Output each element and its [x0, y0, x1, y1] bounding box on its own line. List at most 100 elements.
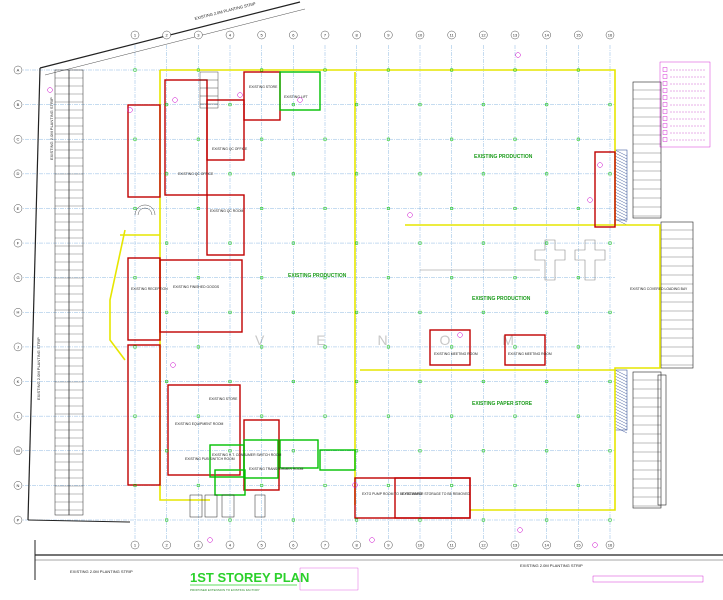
svg-text:2: 2 [166, 542, 169, 547]
column-marker [450, 276, 454, 280]
column-marker [386, 414, 390, 418]
grid-bubble-col-5: 5 [257, 540, 266, 550]
column-marker [165, 380, 169, 383]
column-marker [291, 103, 295, 107]
grid-bubble-row-N: N [13, 481, 23, 490]
column-marker [260, 207, 264, 210]
column-marker [513, 483, 517, 487]
building-walls-red [127, 71, 616, 519]
column-marker [133, 414, 137, 418]
column-marker [228, 241, 232, 245]
grid-bubble-col-14: 14 [542, 540, 551, 550]
column-marker [481, 518, 485, 522]
column-marker [291, 518, 295, 522]
column-marker [481, 449, 485, 453]
column-marker [386, 207, 390, 210]
column-marker [513, 276, 517, 280]
grid-bubble-col-4: 4 [225, 540, 235, 550]
grid-bubble-col-12: 12 [479, 30, 488, 40]
label-finished-goods: EXISTING FINISHED GOODS [173, 285, 220, 289]
column-marker [228, 518, 232, 522]
column-marker [323, 414, 327, 418]
grid-bubble-col-8: 8 [352, 30, 361, 40]
section-marker [170, 362, 176, 368]
grid-bubble-col-10: 10 [415, 540, 425, 550]
column-marker [481, 103, 485, 107]
label-lift: EXISTING LIFT [284, 95, 308, 99]
label-production-right: EXISTING PRODUCTION [472, 296, 531, 302]
grid-bubble-row-J: J [13, 342, 23, 352]
column-marker [260, 483, 264, 487]
svg-text:N: N [17, 483, 20, 488]
label-production-top: EXISTING PRODUCTION [474, 154, 533, 160]
svg-text:3: 3 [197, 542, 200, 547]
column-marker [196, 207, 200, 210]
column-marker [323, 137, 327, 141]
grid-bubble-row-M: M [13, 446, 23, 455]
grid-bubble-col-1: 1 [130, 540, 140, 550]
label-store-2: EXISTING STORE [209, 397, 238, 401]
column-marker [545, 380, 549, 383]
building-walls-yellow [109, 69, 661, 511]
column-marker [291, 172, 295, 176]
svg-text:8: 8 [356, 542, 359, 547]
grid-bubble-row-L: L [13, 411, 23, 421]
svg-text:6: 6 [292, 32, 295, 37]
column-marker [228, 449, 232, 453]
grid-bubble-row-D: D [13, 169, 23, 179]
grid-bubble-col-9: 9 [384, 540, 393, 550]
column-marker [545, 103, 549, 107]
column-marker [545, 241, 549, 245]
section-marker [517, 527, 523, 533]
grid-bubble-row-E: E [13, 204, 23, 213]
grid-bubble-col-10: 10 [415, 30, 425, 40]
column-marker [133, 68, 137, 72]
column-marker [608, 310, 612, 314]
section-marker [172, 97, 178, 103]
column-marker [386, 345, 390, 349]
label-switch-room-3: EXISTING PUB SWITCH ROOM [185, 457, 235, 461]
column-marker [576, 68, 580, 72]
grid-bubble-col-13: 13 [510, 540, 520, 550]
svg-text:M: M [16, 448, 19, 453]
column-marker [418, 380, 422, 383]
road-label-bottom-left: EXISTING 2.0M PLANTING STRIP [70, 569, 133, 574]
svg-text:B: B [17, 102, 20, 107]
column-marker [481, 241, 485, 245]
grid-bubble-col-15: 15 [574, 30, 583, 40]
label-switch-room-2: EXISTING TRANSFORMER ROOM [249, 467, 304, 471]
svg-text:14: 14 [544, 32, 549, 37]
grid-bubble-col-11: 11 [447, 540, 456, 550]
column-marker [196, 414, 200, 418]
watermark: V E N O M [255, 332, 538, 348]
svg-text:15: 15 [576, 542, 581, 547]
svg-text:12: 12 [481, 32, 486, 37]
svg-text:G: G [16, 275, 19, 280]
column-marker [576, 345, 580, 349]
column-marker [323, 276, 327, 280]
column-marker [418, 449, 422, 453]
grid-bubble-row-H: H [13, 308, 23, 317]
label-switch-room-1: EXISTING H.T. CONSUMER SWITCH ROOM [212, 453, 281, 457]
column-marker [576, 414, 580, 418]
svg-text:K: K [17, 379, 20, 384]
entrance-bays [189, 494, 266, 518]
svg-text:P: P [17, 517, 20, 522]
column-marker [133, 345, 137, 349]
column-marker [355, 449, 359, 453]
grid-bubble-col-8: 8 [352, 540, 361, 550]
svg-text:1: 1 [134, 542, 137, 547]
column-marker [545, 310, 549, 314]
column-marker [196, 137, 200, 141]
grid-bubble-col-7: 7 [320, 540, 330, 550]
section-marker [597, 162, 603, 168]
grid-bubble-row-K: K [13, 377, 23, 386]
column-marker [260, 276, 264, 280]
grid-bubble-col-2: 2 [162, 540, 171, 550]
column-marker [481, 380, 485, 383]
road-label-left-lower: EXISTING 2.0M PLANTING STRIP [36, 337, 41, 400]
column-marker [545, 172, 549, 176]
label-production-mid: EXISTING PRODUCTION [288, 273, 347, 279]
column-marker [355, 380, 359, 383]
column-marker [386, 483, 390, 487]
